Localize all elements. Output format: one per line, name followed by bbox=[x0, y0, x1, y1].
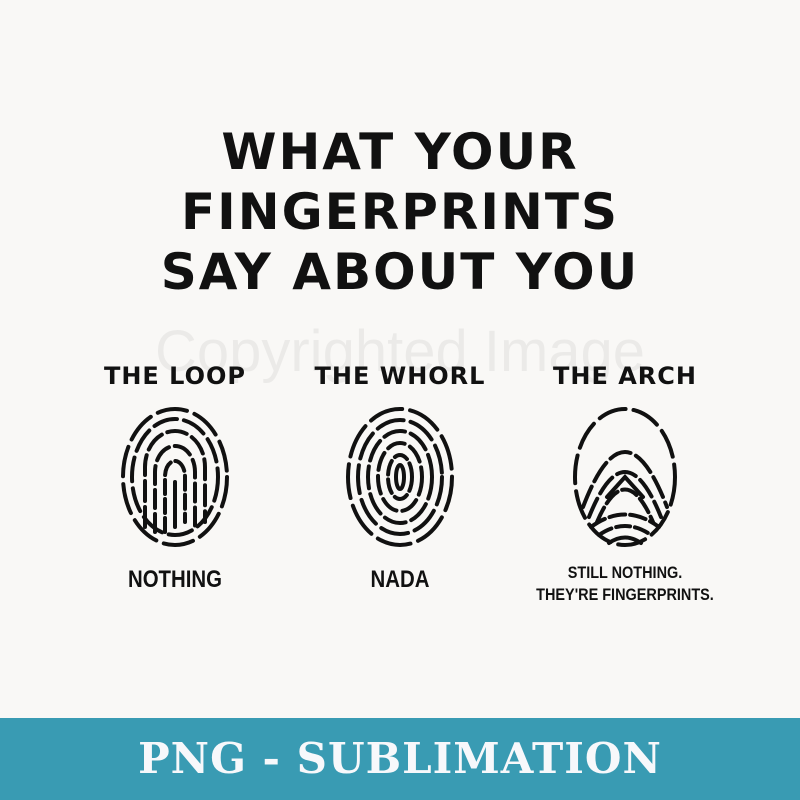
watermark: Copyrighted Image bbox=[154, 319, 646, 384]
arch-caption: STILL NOTHING. THEY'RE FINGERPRINTS. bbox=[523, 562, 727, 606]
whorl-fingerprint-icon bbox=[346, 407, 454, 547]
arch-section: THE ARCH STILL NOTHING. THEY'RE FINGERPR… bbox=[505, 362, 745, 606]
loop-fingerprint-icon bbox=[121, 407, 229, 547]
whorl-caption: NADA bbox=[370, 566, 430, 593]
banner-text: PNG - SUBLIMATION bbox=[138, 734, 662, 783]
page-title: WHAT YOUR FINGERPRINTS SAY ABOUT YOU bbox=[0, 122, 800, 302]
whorl-label: THE WHORL bbox=[314, 362, 486, 390]
arch-fingerprint-icon bbox=[573, 407, 677, 547]
arch-label: THE ARCH bbox=[553, 362, 697, 390]
title-line: SAY ABOUT YOU bbox=[160, 243, 640, 301]
whorl-section: THE WHORL NADA bbox=[280, 362, 520, 594]
loop-section: THE LOOP NOTHING bbox=[55, 362, 295, 594]
loop-label: THE LOOP bbox=[103, 362, 247, 390]
arch-caption-line: STILL NOTHING. bbox=[567, 563, 683, 582]
title-line: WHAT YOUR bbox=[221, 123, 579, 181]
loop-caption: NOTHING bbox=[127, 566, 223, 593]
arch-caption-line: THEY'RE FINGERPRINTS. bbox=[536, 585, 714, 604]
title-line: FINGERPRINTS bbox=[180, 183, 619, 241]
format-banner: PNG - SUBLIMATION bbox=[0, 718, 800, 800]
